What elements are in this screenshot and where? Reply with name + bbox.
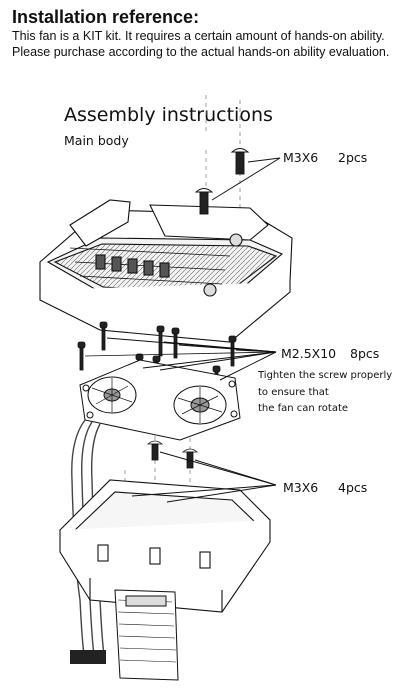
callout-middle-spec: M2.5X10	[281, 346, 337, 361]
note-line-1: Tighten the screw properly	[258, 370, 393, 381]
callout-middle-qty: 8pcs	[350, 346, 380, 361]
callout-bottom-qty: 4pcs	[338, 480, 368, 495]
note-line-2: to ensure that	[258, 387, 329, 398]
callout-bottom-spec: M3X6	[283, 480, 319, 495]
assembly-subtitle: Main body	[64, 133, 129, 148]
installation-line-1: This fan is a KIT kit. It requires a cer…	[12, 29, 385, 43]
callout-top-spec: M3X6	[283, 150, 319, 165]
main-body-housing	[39, 199, 293, 343]
screws-top-m3x6	[194, 148, 250, 215]
note-line-3: the fan can rotate	[258, 403, 349, 414]
installation-header: Installation reference: This fan is a KI…	[12, 6, 408, 60]
installation-title: Installation reference:	[12, 7, 200, 27]
installation-line-2: Please purchase according to the actual …	[12, 45, 390, 59]
bottom-frame	[59, 479, 271, 613]
assembly-title: Assembly instructions	[64, 104, 273, 126]
callout-leader-lines	[84, 157, 281, 503]
callout-top-qty: 2pcs	[338, 150, 368, 165]
bottom-bracket	[114, 589, 179, 681]
fan-connector	[70, 650, 106, 664]
